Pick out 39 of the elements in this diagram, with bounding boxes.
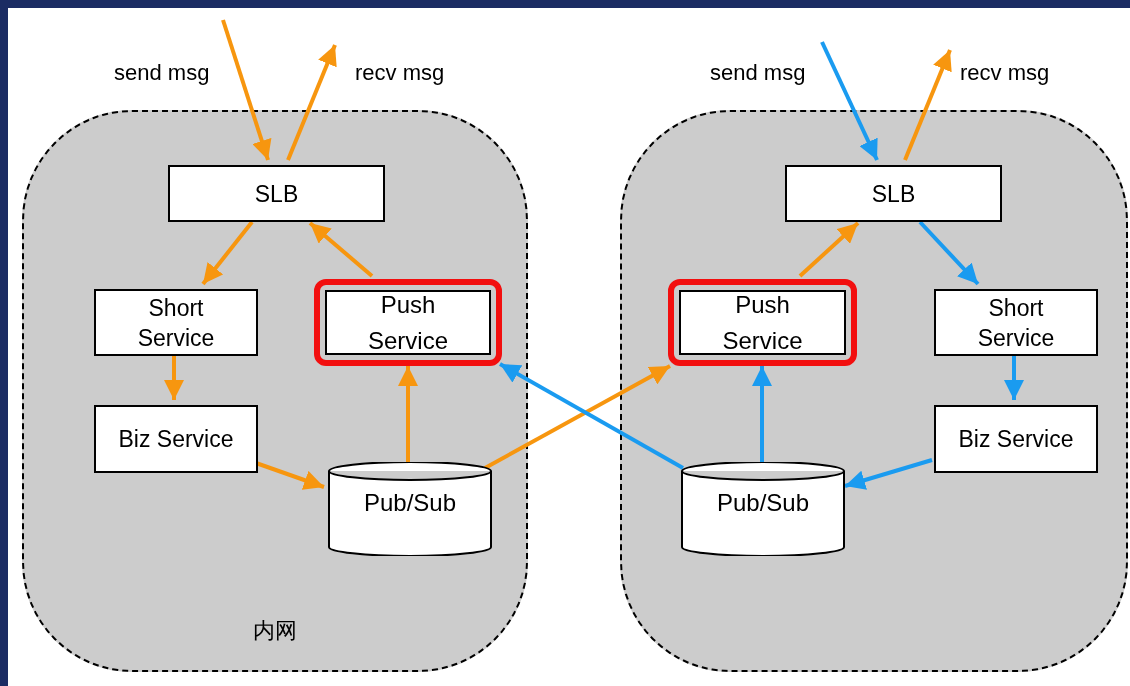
- arrow: [255, 461, 325, 490]
- process-box: [94, 289, 258, 356]
- box-label: Short Service: [976, 293, 1056, 353]
- arrow: [398, 366, 418, 462]
- arrow: [903, 49, 952, 161]
- database-cylinder: [328, 462, 492, 556]
- dashed-region: [620, 110, 1128, 672]
- arrow: [308, 221, 374, 278]
- arrow: [221, 19, 272, 161]
- highlighted-box: [668, 279, 857, 366]
- process-box: [785, 165, 1002, 222]
- arrow: [820, 41, 879, 161]
- box-label: Short Service: [136, 293, 216, 353]
- arrow: [1004, 356, 1024, 400]
- arrow: [499, 362, 684, 470]
- highlighted-box: [314, 279, 502, 366]
- box-label: SLB: [253, 179, 300, 209]
- box-label: Biz Service: [117, 425, 235, 454]
- box-label: Pub/Sub: [715, 488, 811, 518]
- arrow: [752, 366, 772, 462]
- database-cylinder: [681, 462, 845, 556]
- arrow: [164, 356, 184, 400]
- region-label: 内网: [252, 617, 298, 645]
- process-box: [934, 405, 1098, 473]
- box-label: Pub/Sub: [362, 488, 458, 518]
- arrow: [286, 44, 337, 161]
- arrow: [201, 220, 254, 286]
- box-label: Push Service: [721, 289, 804, 356]
- arrow: [918, 220, 980, 286]
- process-box: [94, 405, 258, 473]
- arrow: [844, 458, 933, 490]
- box-label: SLB: [870, 179, 917, 209]
- arrow: [798, 221, 860, 278]
- dashed-region: [22, 110, 528, 672]
- arrow: [484, 364, 671, 470]
- process-box: [168, 165, 385, 222]
- box-label: Biz Service: [957, 425, 1075, 454]
- process-box: [934, 289, 1098, 356]
- box-label: Push Service: [367, 289, 449, 356]
